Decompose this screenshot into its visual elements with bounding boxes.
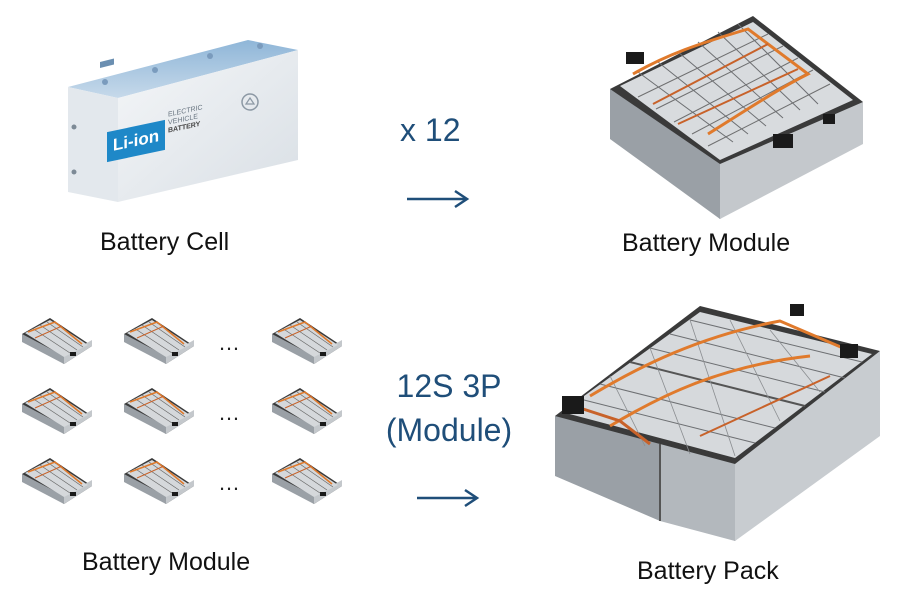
mini-module-icon <box>21 387 93 435</box>
config-label-line2: (Module) <box>385 412 513 448</box>
mini-module-icon <box>271 387 343 435</box>
multiplier-label: x 12 <box>400 112 461 148</box>
ellipsis: … <box>218 400 243 425</box>
mini-module-icon <box>21 457 93 505</box>
battery-module-label-bottom: Battery Module <box>82 548 251 576</box>
config-label-line1: 12S 3P <box>396 368 502 404</box>
battery-cell-label: Battery Cell <box>100 228 230 256</box>
battery-module-label-top: Battery Module <box>622 229 791 257</box>
ellipsis: … <box>218 470 243 495</box>
arrow-right-icon <box>407 189 470 209</box>
ellipsis: … <box>218 330 243 355</box>
battery-module-image <box>610 16 863 219</box>
mini-module-icon <box>123 317 195 365</box>
mini-module-icon <box>123 457 195 505</box>
mini-module-icon <box>21 317 93 365</box>
mini-module-icon <box>271 457 343 505</box>
battery-pack-image <box>555 304 880 541</box>
battery-pack-label: Battery Pack <box>637 557 779 585</box>
arrow-right-icon <box>417 488 480 508</box>
mini-module-icon <box>271 317 343 365</box>
battery-cell-image <box>68 40 298 202</box>
mini-module-icon <box>123 387 195 435</box>
